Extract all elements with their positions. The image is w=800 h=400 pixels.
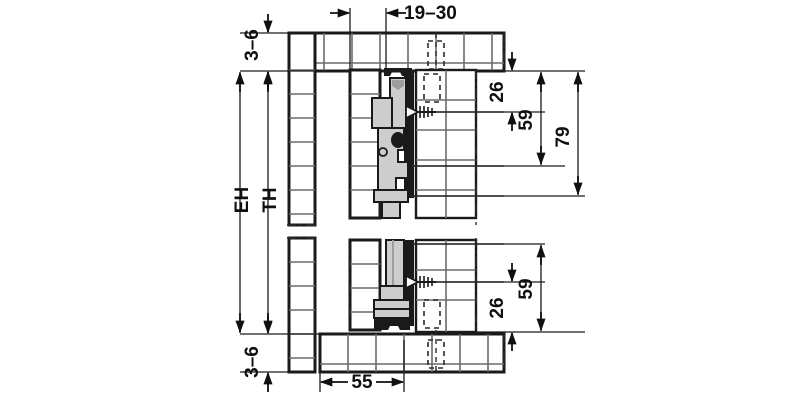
dimension-label-59-top: 59	[516, 109, 537, 130]
side-panel-lower-outline	[287, 236, 317, 374]
dimension-right-bottom-group: 59 26	[412, 243, 585, 351]
roller-top	[391, 132, 405, 148]
bottom-panel-hidden-dowel	[427, 330, 445, 372]
label-height-outer: EH	[232, 187, 253, 213]
base-plate-bottom-1	[373, 299, 411, 310]
runner-cap-bottom	[374, 318, 410, 330]
dimension-height-outer: EH	[232, 71, 253, 334]
dimension-label-top-gap: 3–6	[242, 29, 263, 61]
pivot-hole-top	[378, 147, 388, 157]
dimension-height-inner: TH	[260, 71, 281, 334]
carriage-mechanism-bottom	[373, 239, 504, 330]
right-panel-lower	[414, 238, 478, 334]
dimension-label-26-top: 26	[487, 81, 508, 102]
dimension-label-bottom-gap: 3–6	[242, 346, 263, 378]
label-height-inner: TH	[260, 187, 281, 212]
dimension-label-bottom-width: 55	[351, 372, 373, 393]
bottom-panel-assembly	[318, 330, 506, 374]
dimension-label-79: 79	[553, 126, 574, 147]
runner-cap-top	[384, 68, 412, 76]
right-panel-upper	[414, 68, 478, 225]
dimension-label-59-bottom: 59	[516, 278, 537, 299]
screw-fastener-top	[405, 104, 436, 120]
rail-channel-top	[404, 72, 414, 198]
side-panel-lower	[287, 236, 317, 374]
right-panel-lower-hidden-dowel	[423, 299, 441, 329]
dimension-label-top-width: 19–30	[404, 3, 457, 24]
base-plate-top	[373, 189, 409, 203]
slider-cap-top	[392, 80, 404, 90]
dimension-bottom-width: 55	[319, 340, 405, 393]
dimension-right-top-group: 26 59 79	[410, 52, 585, 197]
carriage-mechanism-top	[371, 68, 504, 219]
side-panel-upper-outline	[287, 31, 317, 227]
screw-fastener-bottom	[405, 274, 436, 290]
top-panel-assembly	[294, 31, 506, 78]
base-plate-bottom-2	[373, 308, 411, 319]
right-panel-upper-hidden-dowel	[423, 73, 441, 103]
dimension-label-26-bottom: 26	[487, 297, 508, 318]
right-panel-upper-hatch	[416, 70, 476, 218]
bottom-panel-outline	[318, 332, 506, 374]
dimension-top-width: 19–30	[330, 3, 457, 72]
housing-body-bottom	[379, 285, 405, 301]
bracket-arm-top	[371, 97, 393, 129]
side-panel-upper	[287, 31, 317, 227]
top-panel-outline	[294, 31, 506, 73]
side-panel-upper-hatch	[289, 69, 315, 215]
base-stem-top	[381, 201, 401, 219]
